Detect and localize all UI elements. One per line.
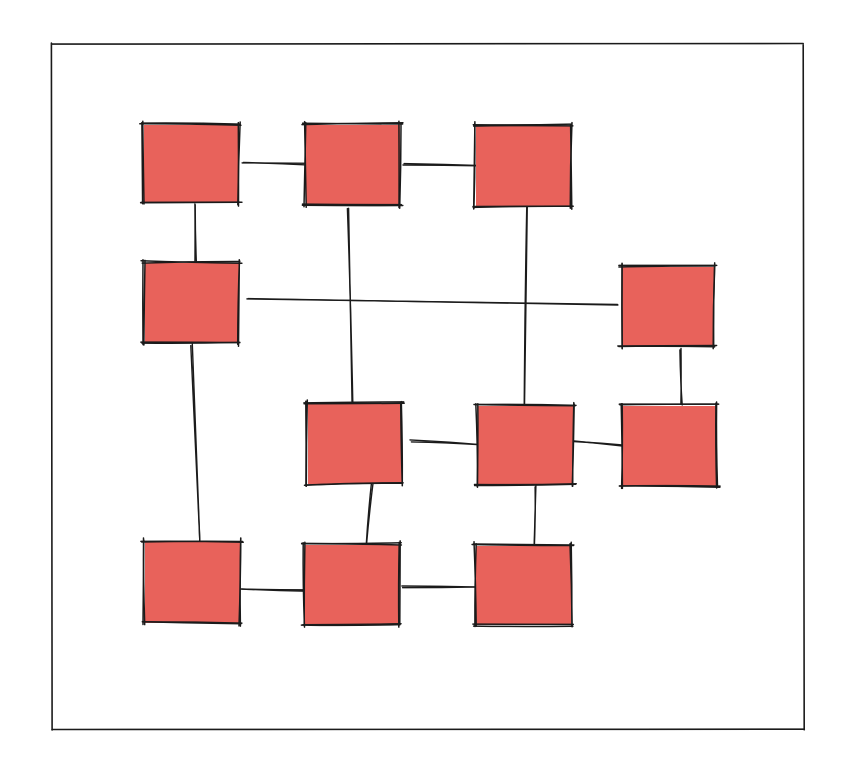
node-n2 bbox=[301, 120, 404, 209]
node-fill bbox=[623, 406, 717, 486]
node-fill bbox=[308, 404, 402, 484]
node-border-right bbox=[712, 262, 716, 349]
node-fill bbox=[478, 406, 573, 485]
node-n10 bbox=[300, 540, 403, 628]
node-border-bottom bbox=[473, 483, 577, 487]
edge-n3-n7 bbox=[523, 204, 528, 415]
edge-stroke bbox=[190, 344, 201, 544]
edge-n10-n11 bbox=[401, 585, 482, 589]
edge-n6-n10 bbox=[365, 477, 375, 547]
edge-stroke bbox=[523, 204, 528, 414]
frame-top-stroke bbox=[51, 42, 804, 45]
edge-n1-n4 bbox=[194, 203, 198, 270]
node-border-right bbox=[236, 259, 241, 346]
node-border-right bbox=[569, 123, 573, 211]
node-border-left bbox=[303, 121, 307, 208]
edge-n7-n11 bbox=[533, 485, 537, 548]
node-border-top bbox=[140, 122, 241, 125]
node-fill bbox=[476, 126, 571, 207]
node-border-left bbox=[142, 537, 146, 626]
edge-n4-n5 bbox=[246, 297, 619, 306]
edge-n6-n7 bbox=[409, 439, 483, 446]
diagram-nodes bbox=[139, 120, 721, 628]
node-border-left bbox=[142, 120, 145, 205]
edge-n9-n10 bbox=[240, 588, 307, 592]
node-border-left bbox=[143, 259, 146, 346]
node-border-left bbox=[473, 122, 476, 210]
node-fill bbox=[144, 125, 239, 203]
node-border-bottom bbox=[301, 203, 403, 206]
node-border-top bbox=[472, 123, 573, 126]
frame-right-stroke bbox=[802, 44, 805, 731]
node-fill bbox=[622, 267, 714, 346]
node-border-left bbox=[620, 402, 624, 490]
node-border-left bbox=[474, 542, 477, 628]
node-border-left bbox=[475, 402, 479, 488]
edge-stroke bbox=[401, 586, 481, 589]
node-border-bottom bbox=[303, 482, 404, 487]
diagram-edges bbox=[190, 161, 683, 592]
node-border-top bbox=[141, 260, 241, 264]
node-n7 bbox=[473, 401, 577, 488]
node-border-right bbox=[397, 541, 400, 628]
edge-stroke bbox=[402, 164, 487, 167]
node-fill bbox=[306, 125, 400, 205]
node-border-bottom bbox=[140, 341, 241, 344]
node-border-right bbox=[400, 400, 404, 487]
node-border-right bbox=[398, 122, 402, 209]
edge-n2-n6 bbox=[346, 207, 354, 409]
node-fill bbox=[145, 263, 239, 343]
node-n4 bbox=[140, 258, 243, 347]
node-border-top bbox=[300, 542, 403, 546]
edge-n2-n3 bbox=[402, 162, 487, 167]
node-n8 bbox=[618, 401, 721, 490]
edge-stroke bbox=[409, 439, 483, 446]
node-border-top bbox=[303, 401, 405, 404]
edge-n4-n9 bbox=[190, 343, 201, 544]
node-border-right bbox=[715, 402, 718, 489]
node-border-top bbox=[303, 402, 405, 405]
node-border-top bbox=[140, 540, 244, 544]
edge-n1-n2 bbox=[241, 161, 315, 166]
node-border-right bbox=[571, 401, 575, 488]
node-border-bottom bbox=[472, 205, 574, 209]
node-border-top bbox=[472, 543, 575, 546]
edge-stroke bbox=[246, 298, 619, 306]
node-border-top bbox=[473, 403, 576, 407]
edge-stroke bbox=[347, 207, 353, 407]
node-n3 bbox=[472, 120, 574, 211]
node-border-right bbox=[238, 537, 242, 627]
edge-stroke bbox=[533, 486, 536, 547]
diagram-frame bbox=[50, 42, 806, 731]
node-border-left bbox=[141, 121, 144, 205]
edge-n5-n8 bbox=[679, 347, 683, 406]
node-n6 bbox=[303, 399, 405, 487]
node-n5 bbox=[617, 262, 718, 350]
node-border-top bbox=[618, 265, 716, 268]
node-border-bottom bbox=[141, 620, 242, 625]
node-n1 bbox=[139, 120, 243, 207]
node-fill bbox=[476, 546, 571, 625]
node-border-top bbox=[472, 124, 574, 127]
node-border-bottom bbox=[618, 345, 716, 348]
node-n9 bbox=[140, 537, 244, 627]
node-border-right bbox=[569, 542, 573, 628]
frame-left-stroke bbox=[50, 42, 53, 731]
node-fill bbox=[305, 545, 399, 624]
edge-stroke bbox=[365, 477, 373, 547]
edge-stroke bbox=[241, 588, 306, 592]
node-n11 bbox=[471, 540, 575, 628]
node-border-left bbox=[303, 541, 306, 627]
node-border-top bbox=[301, 122, 404, 125]
node-fill bbox=[145, 542, 240, 623]
node-border-bottom bbox=[300, 623, 401, 627]
